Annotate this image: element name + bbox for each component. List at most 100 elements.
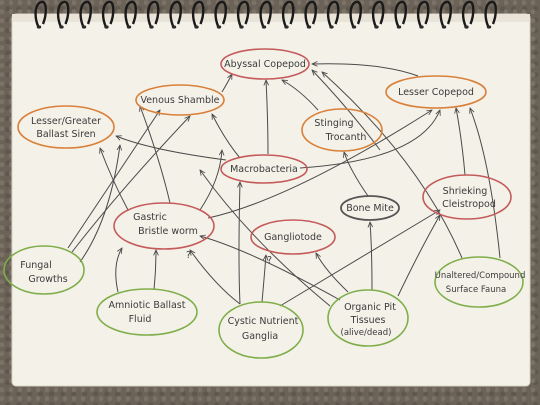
edge-gastric-to-venous (140, 106, 171, 204)
spiral-hole (284, 25, 289, 29)
edge-macro-to-siren (116, 136, 227, 161)
node-abyssal-copepod: Abyssal Copepod (220, 48, 310, 80)
spiral-hole (351, 25, 357, 29)
spiral-loop (259, 0, 272, 27)
spiral-hole (486, 25, 492, 29)
node-gastric-bristle-worm: Gastric Bristle worm (113, 202, 215, 250)
node-label: Venous Shamble (140, 95, 219, 106)
node-shape (220, 48, 310, 80)
node-stinging-trocanth: Stinging Trocanth (301, 108, 383, 152)
edge-cystic-to-gango (261, 255, 266, 303)
edge-gastric-to-macro (199, 150, 222, 211)
spiral-hole (374, 25, 379, 29)
spiral-loop (56, 0, 70, 27)
spiral-loop (124, 0, 137, 27)
node-gangliotode: Gangliotode (250, 219, 336, 255)
node-label: Growths (28, 274, 67, 285)
node-macrobacteria: Macrobacteria (220, 154, 308, 184)
spiral-loop (349, 0, 362, 27)
edge-surface-to-lessercop (470, 108, 501, 259)
node-shape (422, 174, 512, 220)
spiral-loop (461, 0, 475, 27)
spiral-loop (416, 0, 430, 27)
spiral-hole (104, 25, 109, 29)
spiral-loop (439, 0, 452, 27)
edge-organic-to-gastric (200, 236, 341, 301)
spiral-hole (81, 25, 87, 29)
edge-fungal-to-venous-2 (71, 116, 190, 253)
node-label: (alive/dead) (341, 328, 392, 338)
edge-organic-to-shrieking (397, 215, 440, 297)
edge-cystic-to-shrieking (279, 210, 440, 307)
spiral-loop (394, 0, 407, 27)
edge-gastric-to-lessercop (207, 110, 432, 219)
node-shape (250, 219, 336, 255)
edge-surface-to-abyssal (322, 72, 463, 259)
spiral-hole (36, 25, 42, 29)
node-label: Trocanth (325, 132, 367, 143)
edge-macro-to-abyssal (266, 80, 268, 155)
spiral-hole (149, 25, 154, 29)
edge-cystic-to-macro (239, 182, 240, 305)
node-label: Organic Pit (344, 302, 396, 313)
node-shape (218, 301, 304, 359)
node-label: Bristle worm (138, 226, 198, 237)
edge-cystic-to-gastric (190, 250, 241, 305)
node-cystic-nutrient-ganglia: Cystic Nutrient Ganglia (218, 301, 304, 359)
edge-stinging-to-abyssal (282, 80, 319, 111)
node-label: Bone Mite (346, 203, 394, 214)
node-shape (301, 108, 383, 152)
edge-venous-to-abyssal (221, 74, 232, 93)
spiral-loop (191, 0, 205, 27)
node-label: Tissues (350, 315, 386, 326)
edge-shrieking-to-lessercop (456, 108, 466, 176)
edge-macro-to-venous (212, 114, 241, 159)
node-label: Abyssal Copepod (224, 59, 306, 70)
spiral-hole (329, 25, 334, 29)
spiral-loop (169, 0, 182, 27)
spiral-hole (126, 25, 132, 29)
spiral-loop (281, 0, 295, 27)
node-label: Ballast Siren (36, 129, 95, 140)
edge-bonemite-to-stinging (344, 152, 369, 197)
spiral-hole (419, 25, 424, 29)
spiral-hole (171, 25, 177, 29)
uncertain-mark: ? (267, 255, 272, 266)
spiral-loop (146, 0, 160, 27)
spiral-hole (441, 25, 447, 29)
node-label: Amniotic Ballast (109, 300, 186, 311)
spiral-hole (261, 25, 267, 29)
spiral-hole (216, 25, 222, 29)
spiral-hole (306, 25, 312, 29)
edge-lessercop-to-abyssal (312, 64, 419, 77)
spiral-loop (326, 0, 340, 27)
node-organic-pit-tissues: Organic Pit Tissues (alive/dead) (327, 289, 409, 347)
spiral-hole (464, 25, 469, 29)
spiral-loop (236, 0, 250, 27)
spiral-loop (304, 0, 317, 27)
spiral-loop (34, 0, 47, 27)
node-label: Surface Fauna (446, 285, 506, 295)
edge-fungal-to-venous (67, 110, 160, 249)
node-label: Lesser/Greater (31, 116, 101, 127)
edge-amniotic-to-gastric-2 (154, 250, 156, 291)
edge-organic-to-venous (200, 170, 331, 307)
node-bone-mite: Bone Mite (340, 195, 400, 221)
spiral-binding (34, 0, 497, 29)
node-label: Ganglia (242, 331, 278, 342)
node-label: Cystic Nutrient (228, 316, 299, 327)
node-label: Fungal (20, 260, 51, 271)
node-label: Macrobacteria (230, 164, 298, 175)
edge-gastric-to-siren (100, 148, 129, 211)
node-shape (220, 154, 308, 184)
node-label: Fluid (129, 314, 152, 325)
node-label: Gangliotode (264, 232, 322, 243)
spiral-loop (214, 0, 227, 27)
spiral-hole (239, 25, 244, 29)
node-shape (17, 105, 115, 149)
node-label: Lesser Copepod (398, 87, 474, 98)
node-shrieking-cleistropod: Shrieking Cleistropod (422, 174, 512, 220)
edge-organic-to-gango (316, 253, 349, 293)
node-lesser-copepod: Lesser Copepod (385, 75, 487, 109)
edge-organic-to-bonemite (370, 222, 372, 291)
